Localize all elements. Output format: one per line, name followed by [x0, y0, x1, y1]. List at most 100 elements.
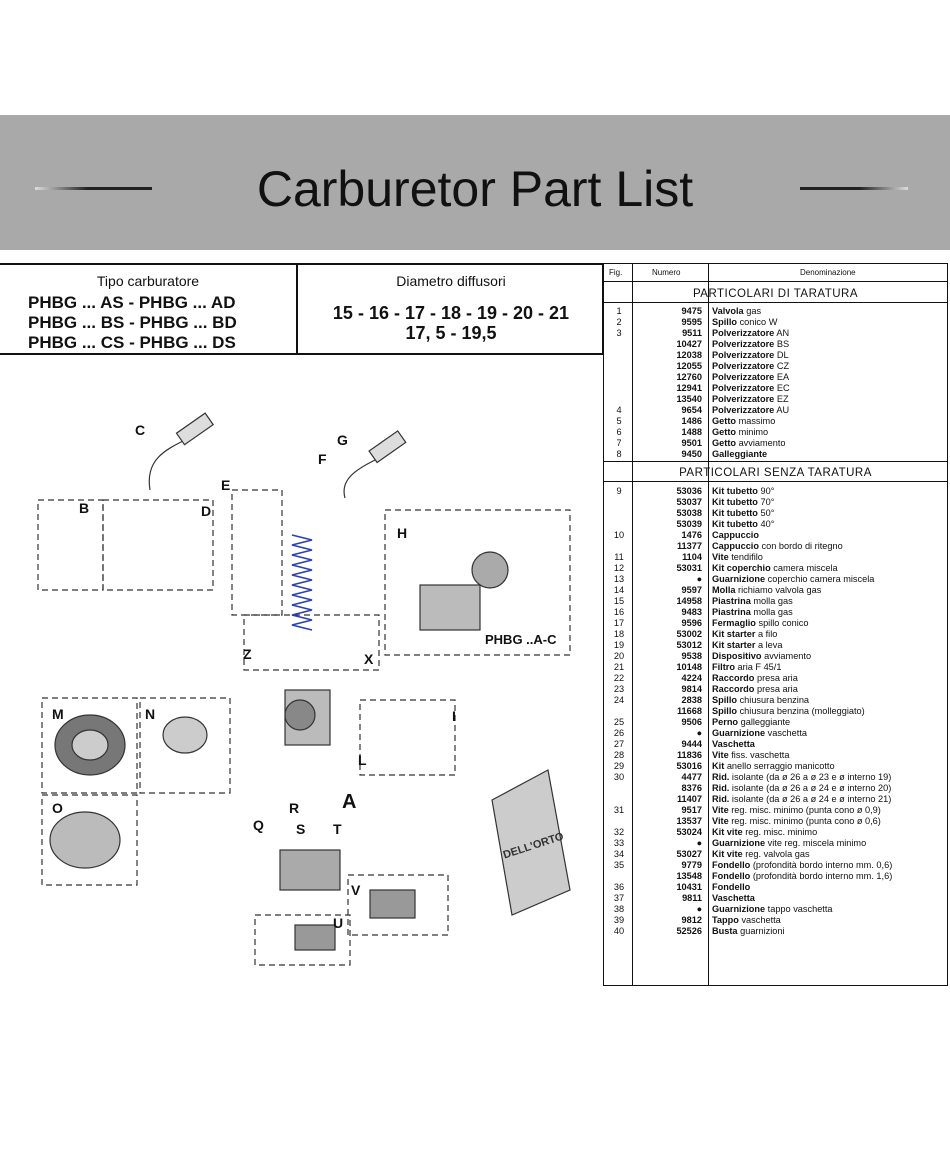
row-name-bold: Busta: [712, 926, 738, 936]
row-number: 9506: [681, 717, 702, 727]
row-name: Fondello (profondità bordo interno mm. 1…: [712, 871, 892, 882]
carburetor-spec-box: Tipo carburatore Diametro diffusori PHBG…: [0, 263, 604, 355]
row-name-bold: Spillo: [712, 695, 738, 705]
exploded-diagram: [37, 412, 571, 966]
row-name-rest: BS: [776, 339, 790, 349]
row-name: Kit vite reg. misc. minimo: [712, 827, 817, 838]
row-fig: 35: [613, 860, 625, 870]
row-number: ●: [696, 574, 702, 584]
row-number: 10431: [676, 882, 702, 892]
row-name-rest: a leva: [757, 640, 783, 650]
row-number: 9450: [681, 449, 702, 459]
diameter-header: Diametro diffusori: [396, 273, 506, 289]
row-number: 9444: [681, 739, 702, 749]
row-name-bold: Kit coperchio: [712, 563, 771, 573]
section-title-calibration: PARTICOLARI DI TARATURA: [692, 288, 859, 300]
row-number: 14958: [676, 596, 702, 606]
row-fig: 13: [613, 574, 625, 584]
row-fig: 19: [613, 640, 625, 650]
row-name: Kit starter a leva: [712, 640, 783, 651]
row-number: 4224: [681, 673, 702, 683]
row-fig: 38: [613, 904, 625, 914]
row-number: 9517: [681, 805, 702, 815]
row-fig: 25: [613, 717, 625, 727]
row-name-bold: Polverizzatore: [712, 372, 775, 382]
row-name: Vaschetta: [712, 739, 755, 750]
diagram-label: I: [452, 708, 456, 724]
row-number: 53027: [676, 849, 702, 859]
row-name: Raccordo presa aria: [712, 673, 798, 684]
diagram-label: T: [333, 821, 342, 837]
row-name: Kit starter a filo: [712, 629, 777, 640]
table-hline: [604, 281, 947, 282]
row-name: Getto massimo: [712, 416, 775, 427]
row-name: Guarnizione coperchio camera miscela: [712, 574, 874, 585]
row-name-rest: avviamento: [764, 651, 812, 661]
row-name: Busta guarnizioni: [712, 926, 785, 937]
row-name-bold: Guarnizione: [712, 904, 766, 914]
row-name-rest: 50°: [760, 508, 775, 518]
row-name-bold: Raccordo: [712, 673, 755, 683]
row-name-bold: Kit tubetto: [712, 486, 758, 496]
row-name: Galleggiante: [712, 449, 767, 460]
row-fig: 4: [616, 405, 622, 415]
diagram-label: M: [52, 706, 64, 722]
row-name-bold: Getto: [712, 438, 736, 448]
diagram-label: B: [79, 500, 90, 516]
model-line: PHBG ... BS - PHBG ... BD: [28, 313, 237, 332]
row-number: 9501: [681, 438, 702, 448]
row-name: Kit tubetto 40°: [712, 519, 774, 530]
row-name: Spillo chiusura benzina (molleggiato): [712, 706, 865, 717]
row-name-rest: anello serraggio manicotto: [726, 761, 835, 771]
row-name-bold: Fondello: [712, 882, 751, 892]
row-name-rest: 70°: [760, 497, 775, 507]
row-name-rest: massimo: [738, 416, 776, 426]
row-fig: 30: [613, 772, 625, 782]
row-name-rest: AU: [776, 405, 790, 415]
row-name-rest: vite reg. miscela minimo: [767, 838, 867, 848]
row-name-bold: Piastrina: [712, 607, 751, 617]
row-name-rest: molla gas: [753, 607, 793, 617]
row-name: Polverizzatore AN: [712, 328, 789, 339]
row-number: 10148: [676, 662, 702, 672]
row-name: Polverizzatore BS: [712, 339, 789, 350]
row-name-rest: presa aria: [756, 684, 798, 694]
table-hline: [604, 302, 947, 303]
row-name: Guarnizione vite reg. miscela minimo: [712, 838, 866, 849]
row-name: Kit tubetto 90°: [712, 486, 774, 497]
row-name: Guarnizione tappo vaschetta: [712, 904, 833, 915]
row-name-bold: Kit starter: [712, 629, 756, 639]
row-fig: 14: [613, 585, 625, 595]
decor-rule-right: [800, 187, 908, 190]
row-name-rest: tendifilo: [731, 552, 763, 562]
row-name: Rid. isolante (da ø 26 a ø 23 e ø intern…: [712, 772, 891, 783]
row-name: Vite tendifilo: [712, 552, 763, 563]
table-col-divider: [632, 264, 633, 985]
row-name-rest: isolante (da ø 26 a ø 23 e ø interno 19): [731, 772, 892, 782]
diagram-label: E: [221, 477, 231, 493]
row-number: 9595: [681, 317, 702, 327]
row-name-bold: Polverizzatore: [712, 328, 775, 338]
row-number: 53036: [676, 486, 702, 496]
row-name-bold: Cappuccio: [712, 530, 759, 540]
row-name: Polverizzatore CZ: [712, 361, 789, 372]
row-name-rest: (profondità bordo interno mm. 1,6): [752, 871, 893, 881]
row-name: Vite reg. misc. minimo (punta cono ø 0,9…: [712, 805, 881, 816]
row-name-rest: avviamento: [738, 438, 786, 448]
